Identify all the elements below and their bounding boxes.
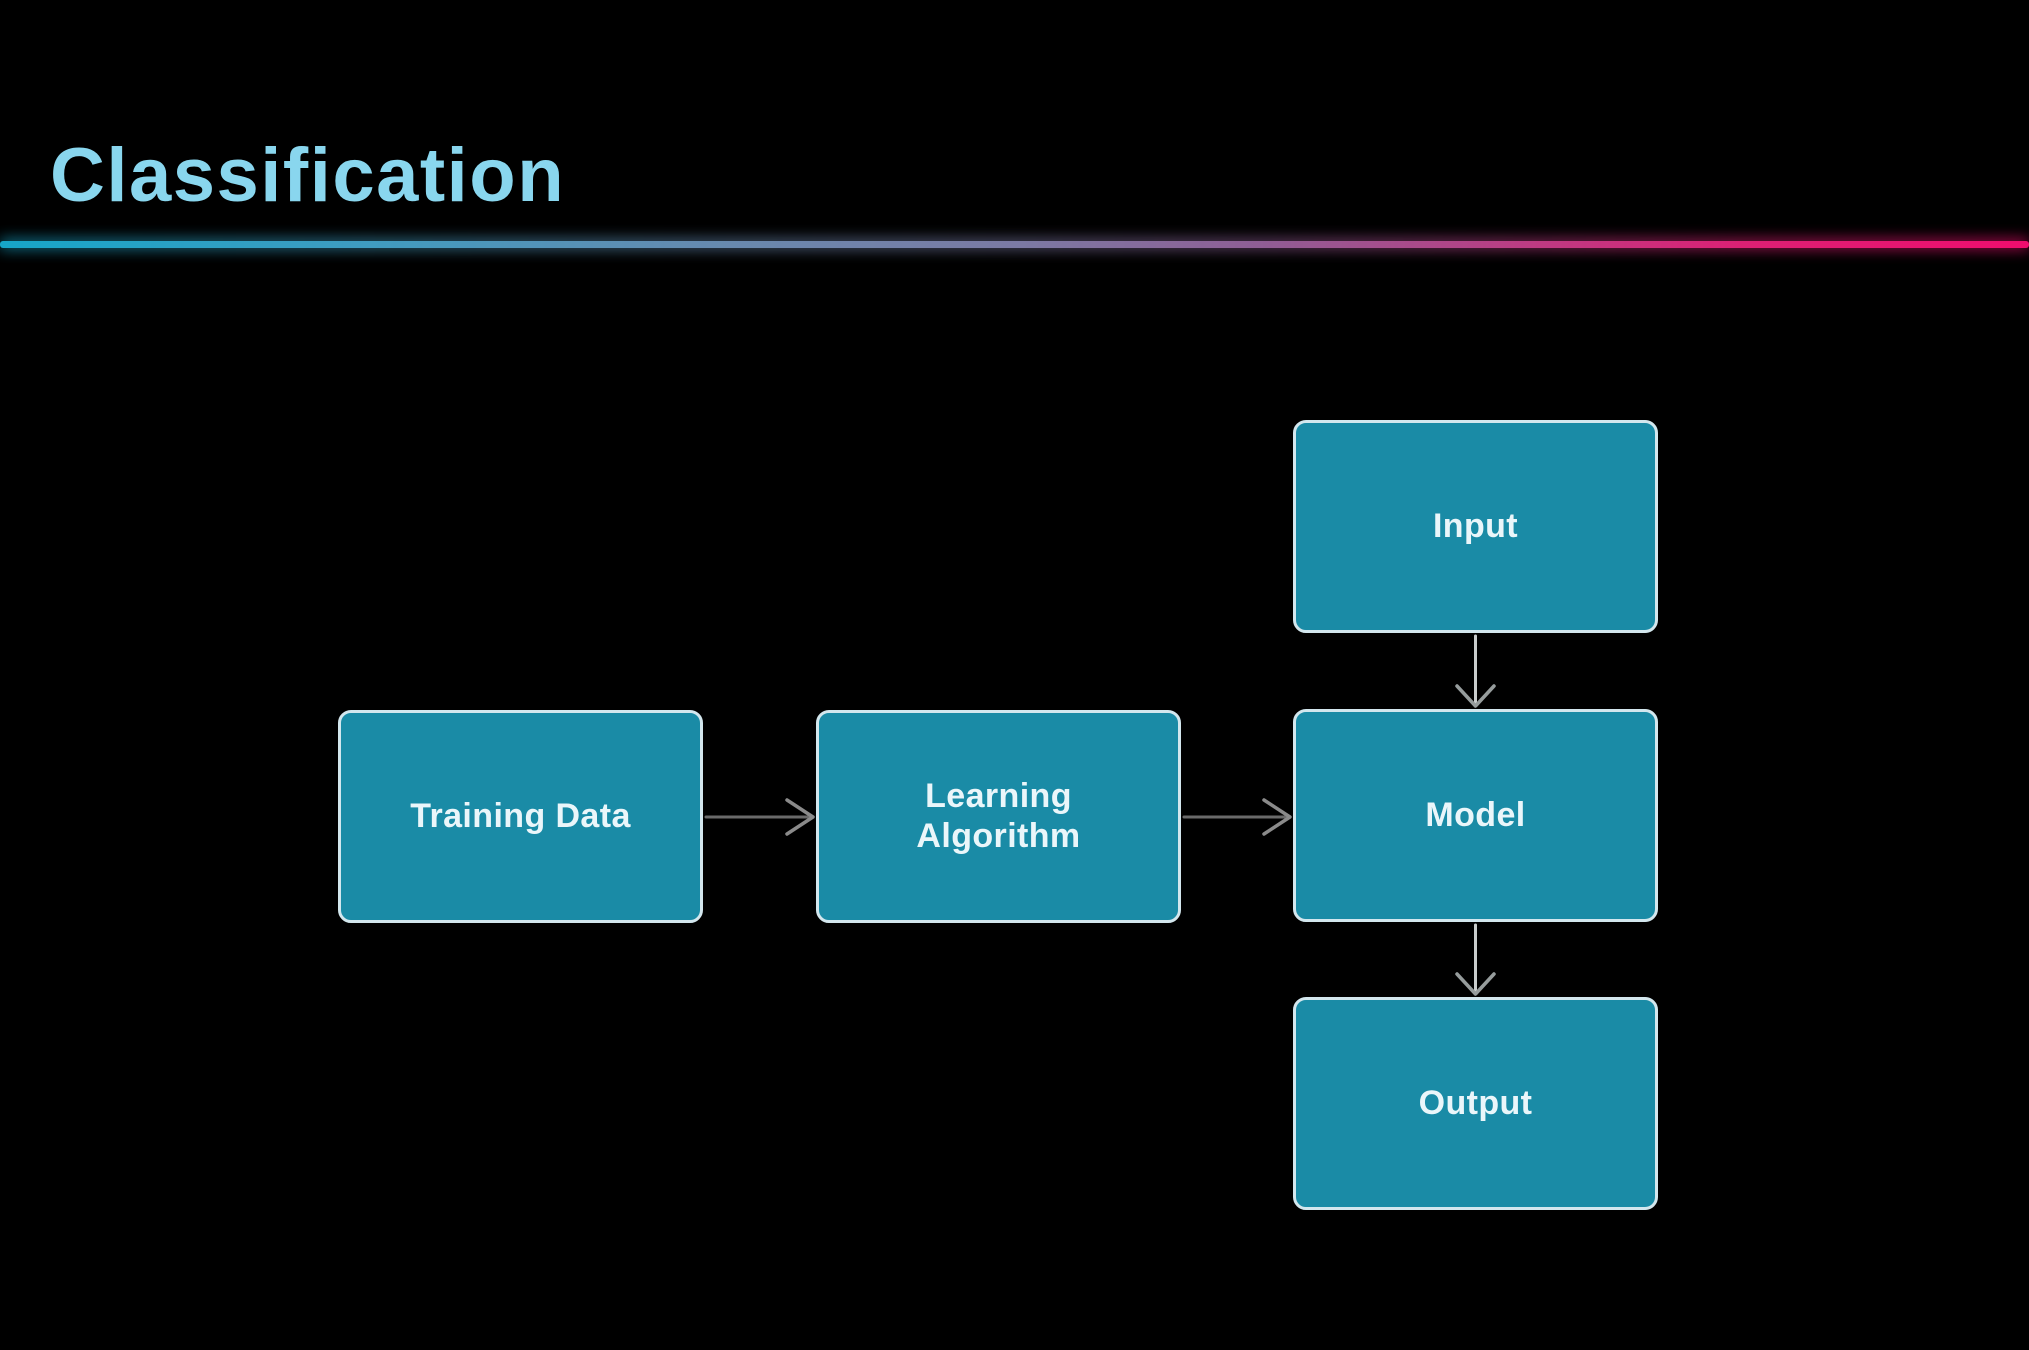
arrow-input-to-model xyxy=(1455,634,1496,708)
node-training-data: Training Data xyxy=(338,710,703,923)
node-output: Output xyxy=(1293,997,1658,1210)
node-model-label: Model xyxy=(1425,795,1526,834)
arrowhead-right-icon xyxy=(785,798,815,836)
node-learning-algorithm: Learning Algorithm xyxy=(816,710,1181,923)
arrow-training-data-to-learning-algorithm xyxy=(704,798,815,836)
arrow-model-to-output xyxy=(1455,923,1496,996)
arrow-learning-algorithm-to-model xyxy=(1182,798,1292,836)
arrowhead-right-icon xyxy=(1262,798,1292,836)
node-training-data-label: Training Data xyxy=(410,796,631,835)
node-input-label: Input xyxy=(1432,506,1519,545)
title-underline-line xyxy=(0,241,2029,248)
page-title: Classification xyxy=(50,133,566,218)
arrowhead-down-icon xyxy=(1455,972,1496,996)
node-input: Input xyxy=(1293,420,1658,633)
node-model: Model xyxy=(1293,709,1658,922)
arrowhead-down-icon xyxy=(1455,684,1496,708)
title-underline-gradient xyxy=(0,238,2029,252)
node-learning-algorithm-label: Learning Algorithm xyxy=(916,777,1081,855)
node-output-label: Output xyxy=(1418,1083,1533,1122)
